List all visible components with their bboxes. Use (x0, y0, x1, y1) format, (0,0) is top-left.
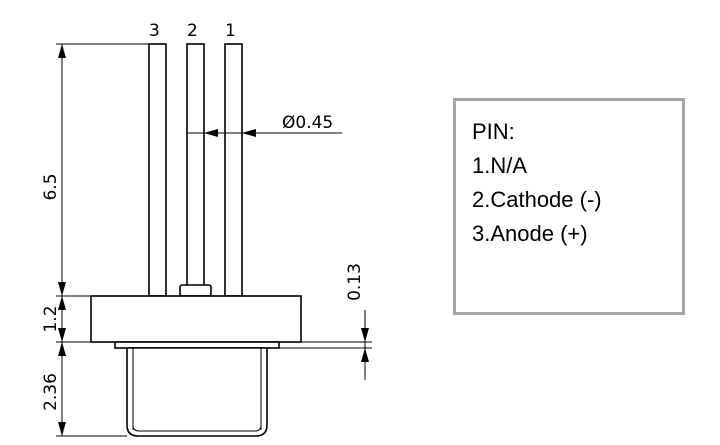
dia-arrow-right (242, 129, 256, 137)
dim-header-height: 1.2 (41, 305, 61, 332)
pin-2 (186, 43, 205, 287)
arrow-header-bottom (58, 328, 66, 342)
pin-3 (148, 43, 167, 297)
pin-number-1: 1 (225, 21, 236, 41)
pin-number-3: 3 (149, 21, 160, 41)
pin-1 (224, 43, 243, 297)
step-arrow-up (361, 348, 369, 362)
pin-number-2: 2 (187, 21, 198, 41)
pin-2-boss (179, 284, 212, 297)
dim-pin-length: 6.5 (41, 173, 61, 200)
pin-legend-item: 1.N/A (472, 153, 528, 178)
dim-cap-height: 2.36 (41, 373, 61, 411)
step-ring (114, 341, 280, 349)
cap (126, 347, 268, 437)
arrow-cap-bottom (58, 422, 66, 436)
pin-legend-box: PIN: 1.N/A 2.Cathode (-) 3.Anode (+) (453, 98, 685, 315)
step-arrow-down (361, 328, 369, 342)
pin-legend-item: 2.Cathode (-) (472, 187, 602, 212)
dim-step: 0.13 (345, 263, 365, 301)
cap-inner-bottom (132, 424, 262, 432)
arrow-cap-top (58, 342, 66, 356)
dia-arrow-left (204, 129, 218, 137)
header-flange (90, 295, 302, 343)
pin-legend-item: 3.Anode (+) (472, 221, 588, 246)
arrow-header-top (58, 296, 66, 310)
dim-pin-diameter: Ø0.45 (282, 113, 333, 133)
arrow-pin-bottom (58, 282, 66, 296)
arrow-top (58, 44, 66, 58)
pin-legend-title: PIN: (472, 119, 515, 144)
